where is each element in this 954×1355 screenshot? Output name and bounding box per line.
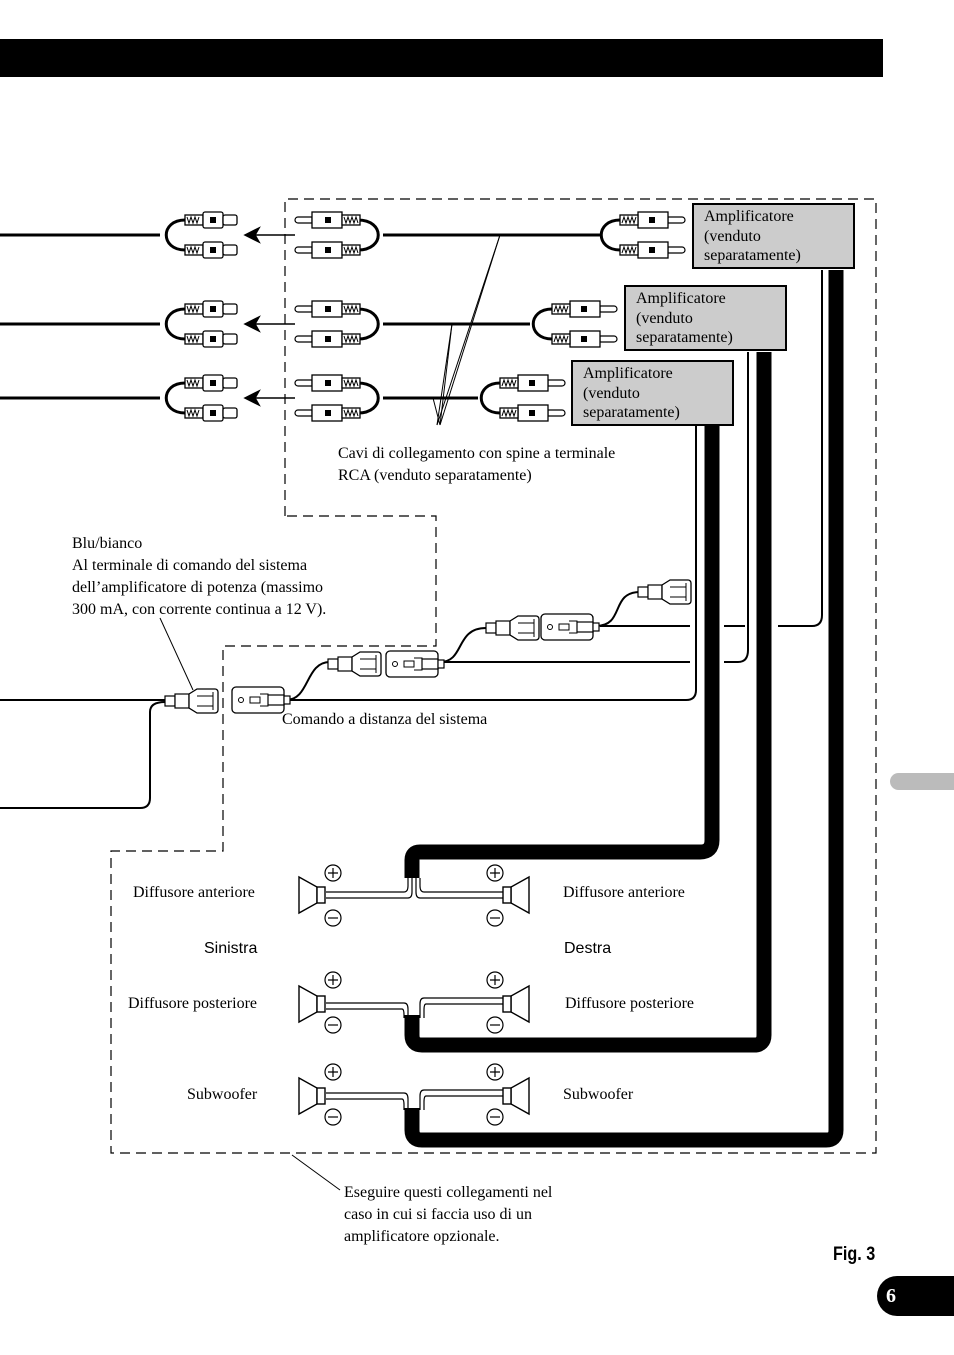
rear-right-label: Diffusore posteriore [565,995,694,1012]
speaker-sub-left-icon [298,1077,326,1115]
figure-label: Fig. 3 [833,1244,876,1265]
amp-label: Amplificatore [636,290,726,307]
note-line: RCA (venduto separatamente) [338,467,532,484]
amplifier-box-1: Amplificatore (venduto separatamente) [692,203,855,269]
left-side-label: Sinistra [204,940,258,957]
amp-label: separatamente) [704,247,801,264]
amplifier-box-2: Amplificatore (venduto separatamente) [624,285,787,351]
rear-left-label: Diffusore posteriore [128,995,257,1012]
speaker-sub-right-icon [502,1077,530,1115]
remote-terminal-note: Blu/bianco Al terminale di comando del s… [72,533,326,621]
note-line: dell’amplificatore di potenza (massimo [72,579,324,596]
speaker-wires [326,878,504,1110]
rca-cables [357,218,621,415]
wire-color-label: Blu/bianco [72,535,143,552]
amp-label: Amplificatore [583,365,673,382]
amp-label: separatamente) [636,329,733,346]
front-left-label: Diffusore anteriore [133,884,255,901]
rca-cables-note: Cavi di collegamento con spine a termina… [338,443,615,487]
remote-wiring [0,591,745,809]
rca-plugs-left [294,211,361,422]
sub-right-label: Subwoofer [563,1086,634,1103]
rca-callout-lines [432,234,501,426]
connection-arrows [243,226,295,407]
speaker-front-right-icon [502,876,530,914]
optional-callout-line [291,1154,341,1191]
optional-area-outline [110,198,877,1154]
amp-label: separatamente) [583,404,680,421]
right-side-label: Destra [564,940,612,957]
amp-label: (venduto [583,384,640,402]
amp-speaker-cables [286,270,844,1148]
amp-label: (venduto [636,309,693,327]
remote-control-label: Comando a distanza del sistema [282,711,488,728]
header-bar [0,39,883,77]
remote-callout-line [159,617,194,691]
speaker-rear-right-icon [502,985,530,1023]
head-unit-rca-outputs [0,218,186,415]
note-line: Al terminale di comando del sistema [72,557,308,574]
page-number: 6 [877,1276,954,1316]
amp-label: Amplificatore [704,208,794,225]
note-line: amplificatore opzionale. [344,1228,500,1245]
front-right-label: Diffusore anteriore [563,884,685,901]
amp-label: (venduto [704,227,761,245]
optional-amplifier-note: Eseguire questi collegamenti nel caso in… [344,1182,552,1248]
polarity-icons [324,864,504,1126]
section-tab [890,773,954,790]
amplifier-box-3: Amplificatore (venduto separatamente) [571,360,734,426]
sub-left-label: Subwoofer [187,1086,258,1103]
note-line: 300 mA, con corrente continua a 12 V). [72,601,327,618]
head-unit-rca-jacks [184,211,238,422]
speaker-front-left-icon [298,876,326,914]
note-line: Eseguire questi collegamenti nel [344,1184,553,1201]
note-line: Cavi di collegamento con spine a termina… [338,445,616,462]
speaker-rear-left-icon [298,985,326,1023]
note-line: caso in cui si faccia uso di un [344,1206,532,1223]
